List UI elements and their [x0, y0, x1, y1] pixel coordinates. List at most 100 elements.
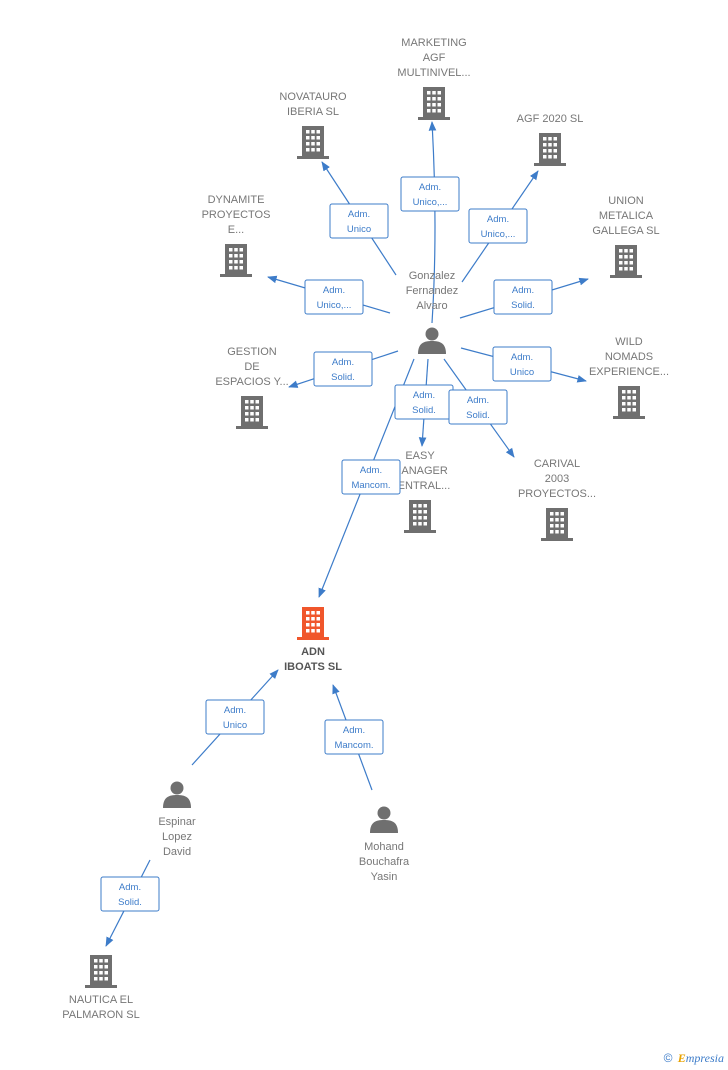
building-icon: [297, 607, 329, 640]
role-label: Unico,...: [413, 197, 448, 208]
role-badge[interactable]: Adm.Solid.: [100, 876, 160, 912]
company-node-agf2020[interactable]: AGF 2020 SL: [517, 113, 584, 166]
person-name: Bouchafra: [359, 856, 410, 868]
company-node-nautica[interactable]: NAUTICA EL PALMARON SL: [62, 955, 140, 1021]
role-badge[interactable]: Adm. Unico: [492, 346, 552, 382]
person-icon: [163, 781, 191, 808]
edge-gonzalez-marketing: [428, 121, 437, 324]
company-node-wild[interactable]: WILD NOMADS EXPERIENCE...: [589, 336, 669, 419]
role-badge[interactable]: Adm. Unico,...: [400, 176, 460, 212]
company-name: DE: [244, 361, 259, 373]
roles-layer: Adm.Unico,...Adm.UnicoAdm.Unico,...Adm.U…: [100, 176, 553, 912]
building-icon: [610, 245, 642, 278]
role-label: Solid.: [412, 405, 436, 416]
role-label: Adm.: [119, 882, 141, 893]
company-name: PROYECTOS...: [518, 488, 596, 500]
person-icon: [418, 327, 446, 354]
role-label: Adm.: [332, 357, 354, 368]
company-node-novatauro[interactable]: NOVATAURO IBERIA SL: [279, 91, 347, 159]
role-label: Adm.: [413, 390, 435, 401]
nodes-layer: MARKETINGAGFMULTINIVEL...NOVATAUROIBERIA…: [62, 37, 669, 1021]
role-label: Unico,...: [481, 229, 516, 240]
role-badge[interactable]: Adm. Mancom.: [341, 459, 401, 495]
role-label: Adm.: [224, 705, 246, 716]
person-name: Espinar: [158, 816, 196, 828]
footer-brand[interactable]: © Empresia: [664, 1051, 724, 1066]
company-node-dynamite[interactable]: DYNAMITEPROYECTOSE...: [202, 194, 271, 277]
company-name: UNION: [608, 195, 644, 207]
company-name: PROYECTOS: [202, 209, 271, 221]
company-node-easy[interactable]: EASYMANAGERCENTRAL...: [390, 450, 451, 533]
role-label: Mancom.: [334, 740, 373, 751]
role-badge[interactable]: Adm. Unico,...: [468, 208, 528, 244]
building-icon: [236, 396, 268, 429]
building-icon: [534, 133, 566, 166]
company-node-adn[interactable]: ADN IBOATS SL: [284, 607, 342, 673]
company-name: NOVATAURO: [279, 91, 347, 103]
company-name: NOMADS: [605, 351, 653, 363]
company-name: IBERIA SL: [287, 106, 339, 118]
company-name: CARIVAL: [534, 458, 580, 470]
role-label: Solid.: [511, 300, 535, 311]
building-icon: [541, 508, 573, 541]
building-icon: [404, 500, 436, 533]
role-label: Adm.: [348, 209, 370, 220]
role-badge[interactable]: Adm. Unico,...: [304, 279, 364, 315]
company-node-gestion[interactable]: GESTION DE ESPACIOS Y...: [215, 346, 289, 429]
building-icon: [418, 87, 450, 120]
company-name: 2003: [545, 473, 569, 485]
company-name: MANAGER: [392, 465, 448, 477]
role-label: Unico,...: [317, 300, 352, 311]
brand-logo: Empresia: [677, 1051, 724, 1065]
company-name: ADN: [301, 646, 325, 658]
role-label: Mancom.: [351, 480, 390, 491]
company-name: EXPERIENCE...: [589, 366, 669, 378]
role-label: Adm.: [487, 214, 509, 225]
company-name: NAUTICA EL: [69, 994, 133, 1006]
role-badge[interactable]: Adm. Unico: [205, 699, 265, 735]
company-name: EASY: [405, 450, 435, 462]
role-badge[interactable]: Adm. Solid.: [493, 279, 553, 315]
person-name: Mohand: [364, 841, 404, 853]
person-name: Alvaro: [416, 300, 447, 312]
role-label: Adm.: [343, 725, 365, 736]
building-icon: [220, 244, 252, 277]
company-name: MARKETING: [401, 37, 466, 49]
company-name: IBOATS SL: [284, 661, 342, 673]
role-label: Adm.: [511, 352, 533, 363]
role-label: Adm.: [323, 285, 345, 296]
company-name: GESTION: [227, 346, 277, 358]
role-label: Unico: [223, 720, 247, 731]
person-name: Yasin: [371, 871, 398, 883]
role-label: Adm.: [419, 182, 441, 193]
building-icon: [85, 955, 117, 988]
role-label: Unico: [347, 224, 371, 235]
company-name: AGF: [423, 52, 446, 64]
role-label: Solid.: [331, 372, 355, 383]
company-name: E...: [228, 224, 245, 236]
company-name: ESPACIOS Y...: [215, 376, 288, 388]
company-node-marketing[interactable]: MARKETINGAGFMULTINIVEL...: [397, 37, 471, 120]
role-label: Adm.: [360, 465, 382, 476]
role-badge[interactable]: Adm. Unico: [329, 203, 389, 239]
company-node-carival[interactable]: CARIVAL 2003PROYECTOS...: [518, 458, 596, 541]
company-name: PALMARON SL: [62, 1009, 139, 1021]
role-badge[interactable]: Adm. Mancom.: [324, 719, 384, 755]
company-name: WILD: [615, 336, 643, 348]
role-label: Solid.: [466, 410, 490, 421]
role-label: Adm.: [467, 395, 489, 406]
role-label: Unico: [510, 367, 534, 378]
role-badge[interactable]: Adm. Solid.: [394, 384, 454, 420]
person-icon: [370, 806, 398, 833]
role-label: Adm.: [512, 285, 534, 296]
role-badge[interactable]: Adm. Solid.: [448, 389, 508, 425]
person-name: Lopez: [162, 831, 192, 843]
person-name: David: [163, 846, 191, 858]
person-name: Fernandez: [406, 285, 459, 297]
role-badge[interactable]: Adm. Solid.: [313, 351, 373, 387]
